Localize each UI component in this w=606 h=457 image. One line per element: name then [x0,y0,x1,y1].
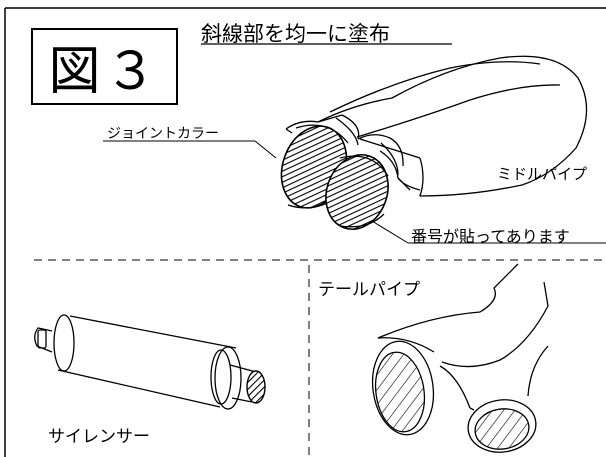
silencer-drawing [34,314,266,410]
leader-lines [103,43,606,244]
middle-pipe-label: ミドルパイプ [497,165,588,183]
tail-pipe-label: テールパイプ [318,280,420,300]
middle-pipe-drawing [280,55,588,230]
figure-number-box: 図３ [31,28,178,105]
figure-number-label: 図３ [48,42,161,102]
page-frame [4,7,606,457]
section-dividers [34,259,606,457]
joint-collar-label: ジョイントカラー [107,126,219,142]
tail-pipe-drawing [371,263,549,453]
figure-title: 斜線部を均一に塗布 [201,22,390,46]
silencer-label: サイレンサー [48,427,150,447]
number-attached-label: 番号が貼ってあります [411,227,570,246]
